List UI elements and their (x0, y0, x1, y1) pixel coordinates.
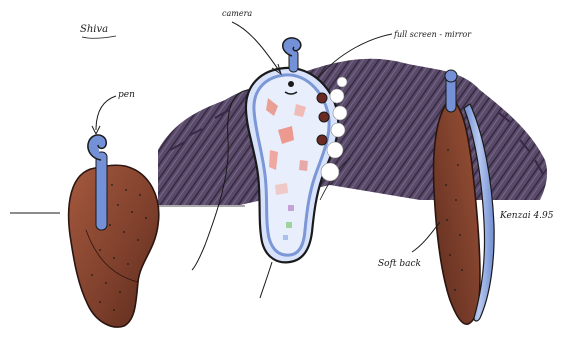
pen-body (96, 152, 107, 230)
pen-label: pen (118, 90, 135, 100)
camera-label: camera (222, 9, 252, 18)
softback-label: Soft back (378, 259, 421, 269)
signature-label: Kenzai 4.95 (499, 211, 554, 221)
mirror-label: full screen - mirror (393, 30, 472, 39)
title-label: Shiva (80, 24, 108, 35)
right-pen-tip (445, 70, 457, 82)
